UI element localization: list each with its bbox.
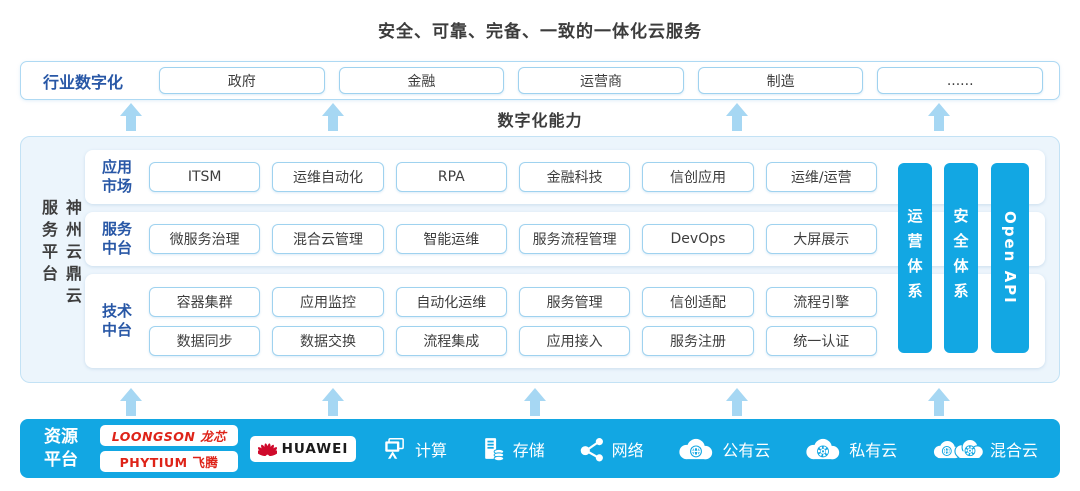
industry-item-government: 政府	[159, 67, 325, 94]
resource-arrow-band	[20, 387, 1060, 418]
capability-item-flow-engine: 流程引擎	[765, 286, 877, 317]
resource-items: 计算 存储	[382, 436, 1038, 462]
resource-network: 网络	[579, 436, 644, 462]
storage-icon	[484, 437, 504, 461]
up-arrow-icon	[120, 103, 142, 132]
chip-vendors: LOONGSON 龙芯 PHYTIUM 飞腾	[100, 425, 238, 472]
row-label-service-middle: 服务中台	[101, 219, 132, 258]
up-arrow-icon	[928, 103, 950, 132]
digital-capability-label: 数字化能力	[497, 111, 583, 130]
industry-items: 政府 金融 运营商 制造 ......	[159, 67, 1043, 94]
industry-item-finance: 金融	[338, 67, 505, 94]
resource-hybrid-cloud: 混合云	[931, 436, 1038, 462]
capability-item-ops-automation: 运维自动化	[272, 162, 384, 192]
capability-item-flow-integration: 流程集成	[395, 325, 507, 356]
capability-item-rpa: RPA	[395, 162, 507, 192]
vertical-bar-open-api: Open API	[991, 163, 1029, 353]
industry-row: 行业数字化 政府 金融 运营商 制造 ......	[20, 61, 1060, 100]
industry-item-manufacturing: 制造	[697, 67, 864, 94]
row-label-app-market: 应用市场	[101, 157, 132, 196]
up-arrow-icon	[322, 388, 344, 417]
network-icon	[580, 437, 603, 461]
capability-item-container: 容器集群	[149, 286, 261, 317]
capability-item-unified-auth: 统一认证	[765, 325, 877, 356]
capability-item-hybrid-mgmt: 混合云管理	[272, 224, 384, 254]
vertical-bar-security-system: 安全体系	[944, 163, 978, 353]
capability-item-auto-ops: 自动化运维	[395, 286, 507, 317]
up-arrow-icon	[322, 103, 344, 132]
private-cloud-icon	[806, 438, 840, 459]
platform-row-tech-middle: 技术中台 容器集群 应用监控 自动化运维 服务管理 信创适配 流程引擎 数据同步…	[85, 274, 1045, 368]
capability-item-service-registry: 服务注册	[642, 325, 754, 356]
resource-private-cloud: 私有云	[804, 436, 897, 462]
capability-item-microservice: 微服务治理	[149, 224, 261, 254]
platform-row-app-market: 应用市场 ITSM 运维自动化 RPA 金融科技 信创应用 运维/运营	[85, 150, 1045, 204]
resource-platform-bar: 资源平台 LOONGSON 龙芯 PHYTIUM 飞腾 HUAWEI	[20, 419, 1060, 478]
digital-capability-band: 数字化能力	[20, 102, 1060, 133]
capability-item-app-access: 应用接入	[518, 325, 631, 356]
capability-item-ops-operation: 运维/运营	[765, 162, 877, 192]
row-label-tech-middle: 技术中台	[101, 301, 132, 340]
vertical-bar-operation-system: 运营体系	[898, 163, 932, 353]
capability-item-data-sync: 数据同步	[149, 325, 261, 356]
capability-item-data-exchange: 数据交换	[272, 325, 384, 356]
capability-item-service-mgmt: 服务管理	[518, 286, 631, 317]
platform-side-label: 神州云鼎云服务平台	[39, 198, 82, 309]
platform-row-service-middle: 服务中台 微服务治理 混合云管理 智能运维 服务流程管理 DevOps 大屏展示	[85, 212, 1045, 266]
industry-item-operator: 运营商	[518, 67, 684, 94]
up-arrow-icon	[726, 388, 748, 417]
up-arrow-icon	[726, 103, 748, 132]
resource-compute: 计算	[382, 436, 447, 462]
cloud-platform-panel: 神州云鼎云服务平台 应用市场 ITSM 运维自动化 RPA 金融科技 信创应用 …	[20, 136, 1060, 383]
huawei-flower-icon	[257, 443, 277, 457]
capability-item-xinchuang-app: 信创应用	[642, 162, 754, 192]
capability-item-service-flow: 服务流程管理	[518, 224, 631, 254]
huawei-logo: HUAWEI	[250, 435, 356, 462]
up-arrow-icon	[928, 388, 950, 417]
phytium-logo: PHYTIUM 飞腾	[100, 451, 238, 472]
hybrid-cloud-icon	[933, 438, 983, 458]
capability-item-fintech: 金融科技	[518, 162, 631, 192]
capability-item-itsm: ITSM	[149, 162, 261, 192]
loongson-logo: LOONGSON 龙芯	[100, 425, 238, 446]
capability-item-dashboard: 大屏展示	[765, 224, 877, 254]
resource-storage: 存储	[481, 436, 545, 462]
capability-item-app-monitor: 应用监控	[272, 286, 384, 317]
capability-item-xinchuang-adapt: 信创适配	[642, 286, 754, 317]
page-title: 安全、可靠、完备、一致的一体化云服务	[378, 22, 702, 42]
capability-item-aiops: 智能运维	[395, 224, 507, 254]
up-arrow-icon	[120, 388, 142, 417]
capability-item-devops: DevOps	[642, 224, 754, 254]
resource-platform-label: 资源平台	[44, 426, 78, 470]
compute-icon	[385, 437, 404, 459]
industry-row-label: 行业数字化	[43, 72, 124, 92]
huawei-wordmark: HUAWEI	[281, 440, 349, 457]
resource-public-cloud: 公有云	[677, 436, 770, 462]
platform-rows: 应用市场 ITSM 运维自动化 RPA 金融科技 信创应用 运维/运营 服务中台	[85, 150, 1045, 368]
industry-item-more: ......	[877, 67, 1043, 94]
up-arrow-icon	[524, 388, 546, 417]
public-cloud-icon	[679, 438, 713, 459]
